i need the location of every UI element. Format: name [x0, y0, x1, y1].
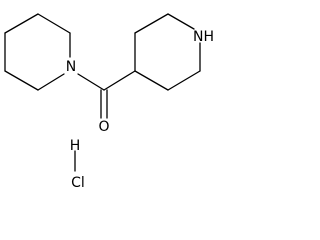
- structure-canvas: N NH O H Cl: [4, 13, 214, 191]
- bond-left-ring-4: [37, 73, 65, 91]
- bond-left-ring-5: [4, 70, 39, 91]
- oxygen-label: O: [98, 119, 109, 135]
- bond-right-ring-3: [167, 13, 195, 30]
- bond-left-ring-2: [37, 13, 71, 34]
- bond-carbonyl-to-ring: [103, 70, 136, 91]
- bond-right-ring-6: [134, 70, 169, 91]
- nitrogen-label-right: NH: [193, 29, 214, 45]
- chemical-structure-diagram: N NH O H Cl: [4, 13, 214, 191]
- amide-linkage: [77, 70, 136, 119]
- bond-left-ring-1: [4, 13, 39, 34]
- bond-n-to-carbonyl: [77, 73, 105, 91]
- nitrogen-label-left: N: [66, 59, 76, 75]
- hydrogen-label: H: [70, 138, 81, 154]
- right-piperidine-ring: [134, 13, 201, 91]
- chlorine-label: Cl: [71, 175, 85, 191]
- bond-right-ring-5: [167, 70, 201, 91]
- left-piperidine-ring: [4, 13, 71, 91]
- bond-right-ring-2: [134, 13, 169, 34]
